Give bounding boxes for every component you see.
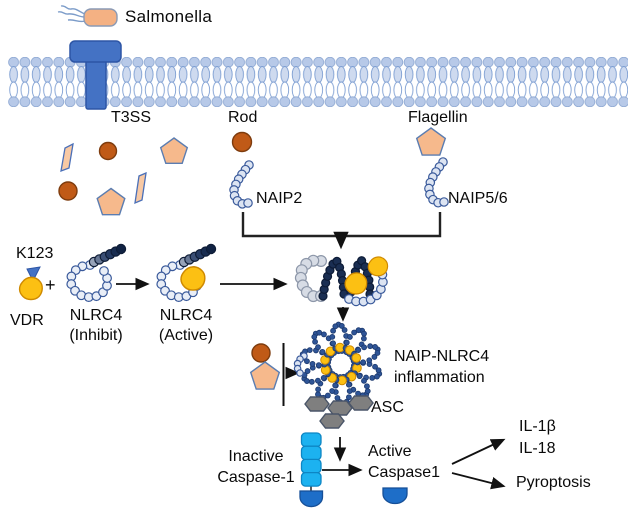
plus-sign: + bbox=[45, 275, 56, 295]
cell-membrane bbox=[8, 57, 628, 107]
naip56-icon bbox=[424, 157, 449, 208]
flagellin-label: Flagellin bbox=[408, 109, 468, 126]
inactive-caspase-line2: Caspase-1 bbox=[217, 469, 295, 486]
inactive-caspase1-icon bbox=[299, 432, 324, 508]
inflammasome-wheel-icon bbox=[293, 321, 383, 407]
nlrc4-active-icon bbox=[156, 243, 217, 303]
nlrc4-inhibit-icon bbox=[66, 243, 127, 303]
nlrc4-active-label: NLRC4 (Active) bbox=[144, 306, 228, 346]
inflammasome-line2: inflammation bbox=[394, 369, 485, 386]
inflammasome-line1: NAIP-NLRC4 bbox=[394, 348, 490, 365]
active-caspase-line1: Active bbox=[368, 443, 412, 460]
nlrc4-inhibit-line1: NLRC4 bbox=[69, 307, 123, 324]
inactive-caspase-line1: Inactive bbox=[228, 448, 284, 465]
active-caspase-label: Active Caspase1 bbox=[368, 441, 440, 483]
asc-hexagons-icon bbox=[304, 395, 374, 429]
t3ss-icon bbox=[69, 40, 122, 110]
inactive-caspase-label: Inactive Caspase-1 bbox=[212, 446, 300, 488]
nlrc4-inhibit-label: NLRC4 (Inhibit) bbox=[54, 306, 138, 346]
vdr-icon bbox=[18, 266, 43, 301]
inflammasome-label: NAIP-NLRC4 inflammation bbox=[394, 346, 489, 388]
active-caspase-line2: Caspase1 bbox=[368, 464, 441, 481]
nlrc4-active-line2: (Active) bbox=[158, 327, 214, 344]
naip56-label: NAIP5/6 bbox=[448, 190, 508, 207]
flow-arrows bbox=[116, 231, 506, 490]
nlrc4-inhibit-line2: (Inhibit) bbox=[69, 327, 123, 344]
naip2-label: NAIP2 bbox=[256, 190, 303, 207]
pamp-shapes bbox=[58, 127, 447, 390]
nlrc4-active-line1: NLRC4 bbox=[159, 307, 213, 324]
bracket-line bbox=[241, 212, 442, 238]
pyroptosis-label: Pyroptosis bbox=[516, 474, 591, 491]
vdr-label: VDR bbox=[10, 312, 44, 329]
asc-label: ASC bbox=[371, 399, 404, 416]
salmonella-icon bbox=[57, 5, 118, 27]
naip-nlrc4-complex-icon bbox=[294, 254, 389, 307]
active-caspase1-icon bbox=[382, 487, 408, 505]
rod-label: Rod bbox=[228, 109, 258, 126]
k123-label: K123 bbox=[16, 245, 54, 262]
il1b-label: IL-1β bbox=[519, 418, 556, 435]
il18-label: IL-18 bbox=[519, 440, 556, 457]
t3ss-label: T3SS bbox=[111, 109, 152, 126]
salmonella-label: Salmonella bbox=[125, 7, 213, 26]
naip2-icon bbox=[229, 160, 254, 209]
